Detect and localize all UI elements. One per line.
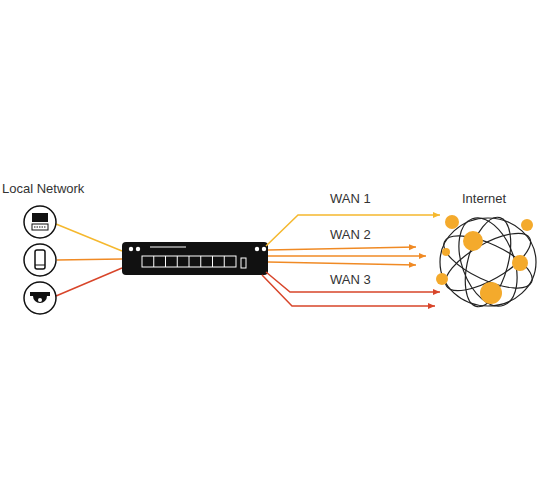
port-divider <box>200 256 201 267</box>
wan-label: WAN 1 <box>330 191 371 206</box>
wan-line <box>268 255 426 257</box>
link-line <box>57 259 122 260</box>
link-line <box>56 224 122 251</box>
port-divider <box>189 256 190 267</box>
link-line <box>56 268 122 296</box>
wan-label: WAN 3 <box>330 272 371 287</box>
wan-line <box>266 272 440 292</box>
internet-nodes <box>436 215 533 304</box>
device-icons <box>24 206 56 314</box>
port-divider <box>177 256 178 267</box>
wan-line <box>268 247 416 250</box>
group-label: Local Network <box>2 181 84 196</box>
camera-icon <box>30 292 50 303</box>
port-divider <box>153 256 154 267</box>
router <box>122 242 268 275</box>
port-divider <box>165 256 166 267</box>
port-divider <box>212 256 213 267</box>
computer-icon <box>32 213 48 230</box>
phone-icon <box>35 250 45 269</box>
wan-line <box>268 262 416 265</box>
wan-line <box>266 215 440 246</box>
cloud-label: Internet <box>462 191 506 206</box>
port-divider <box>224 256 225 267</box>
internet-globe <box>437 210 539 314</box>
wan-label: WAN 2 <box>330 227 371 242</box>
